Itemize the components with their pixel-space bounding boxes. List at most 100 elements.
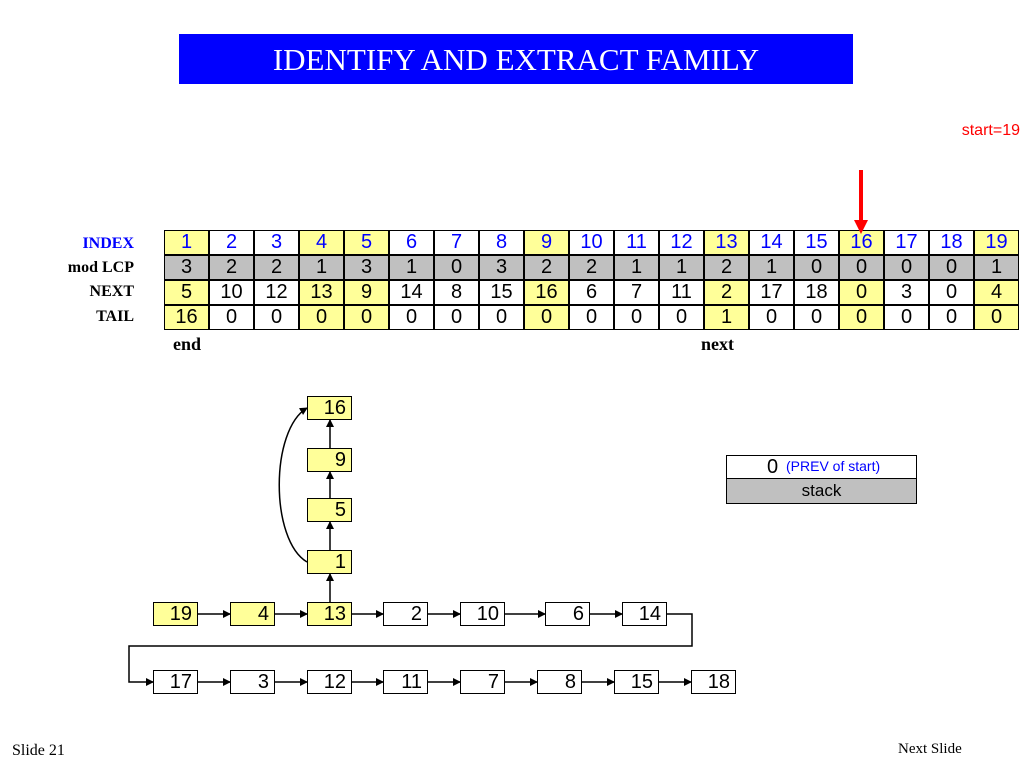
table-cell-tail-14: 0 xyxy=(749,305,794,330)
table-cell-tail-1: 16 xyxy=(164,305,209,330)
table-cell-tail-16: 0 xyxy=(839,305,884,330)
list-node-6: 6 xyxy=(545,602,590,626)
table-cell-next-8: 15 xyxy=(479,280,524,305)
table-cell-tail-15: 0 xyxy=(794,305,839,330)
list-node-7: 7 xyxy=(460,670,505,694)
table-cell-next-13: 2 xyxy=(704,280,749,305)
table-cell-lcp-5: 3 xyxy=(344,255,389,280)
table-cell-index-19: 19 xyxy=(974,230,1019,255)
table-cell-index-17: 17 xyxy=(884,230,929,255)
row-label-next: NEXT xyxy=(89,283,134,300)
family-node-1: 1 xyxy=(307,550,352,574)
table-cell-next-14: 17 xyxy=(749,280,794,305)
table-cell-lcp-19: 1 xyxy=(974,255,1019,280)
list-node-14: 14 xyxy=(622,602,667,626)
table-cell-tail-12: 0 xyxy=(659,305,704,330)
table-cell-next-9: 16 xyxy=(524,280,569,305)
table-cell-lcp-16: 0 xyxy=(839,255,884,280)
list-node-13: 13 xyxy=(307,602,352,626)
table-cell-index-8: 8 xyxy=(479,230,524,255)
table-cell-index-2: 2 xyxy=(209,230,254,255)
table-cell-next-15: 18 xyxy=(794,280,839,305)
table-cell-tail-5: 0 xyxy=(344,305,389,330)
table-cell-next-2: 10 xyxy=(209,280,254,305)
curved-arrow-1-to-16 xyxy=(278,407,308,563)
table-cell-next-12: 11 xyxy=(659,280,704,305)
table-cell-lcp-4: 1 xyxy=(299,255,344,280)
list-node-8: 8 xyxy=(537,670,582,694)
next-slide-link[interactable]: Next Slide xyxy=(898,741,962,757)
table-cell-tail-7: 0 xyxy=(434,305,479,330)
table-cell-tail-2: 0 xyxy=(209,305,254,330)
slide-title: IDENTIFY AND EXTRACT FAMILY xyxy=(179,34,853,84)
stack-note: (PREV of start) xyxy=(786,458,881,474)
family-node-9: 9 xyxy=(307,448,352,472)
table-cell-tail-4: 0 xyxy=(299,305,344,330)
table-cell-index-15: 15 xyxy=(794,230,839,255)
table-cell-lcp-3: 2 xyxy=(254,255,299,280)
table-cell-index-10: 10 xyxy=(569,230,614,255)
end-label: end xyxy=(173,334,202,354)
list-node-3: 3 xyxy=(230,670,275,694)
table-cell-index-12: 12 xyxy=(659,230,704,255)
wrap-connector xyxy=(128,613,693,686)
row-label-index: INDEX xyxy=(82,235,134,252)
table-cell-lcp-1: 3 xyxy=(164,255,209,280)
table-cell-lcp-7: 0 xyxy=(434,255,479,280)
list-node-2: 2 xyxy=(383,602,428,626)
start-label: start=19 xyxy=(961,122,1020,139)
table-cell-index-11: 11 xyxy=(614,230,659,255)
table-cell-tail-3: 0 xyxy=(254,305,299,330)
list-node-11: 11 xyxy=(383,670,428,694)
table-cell-lcp-11: 1 xyxy=(614,255,659,280)
table-cell-lcp-12: 1 xyxy=(659,255,704,280)
table-cell-tail-11: 0 xyxy=(614,305,659,330)
table-cell-index-1: 1 xyxy=(164,230,209,255)
table-cell-next-19: 4 xyxy=(974,280,1019,305)
table-cell-next-11: 7 xyxy=(614,280,659,305)
table-cell-next-6: 14 xyxy=(389,280,434,305)
stack-label: stack xyxy=(726,479,917,504)
stack-value: 0 xyxy=(767,456,779,478)
table-cell-index-7: 7 xyxy=(434,230,479,255)
slide-number: Slide 21 xyxy=(12,742,65,759)
table-cell-lcp-15: 0 xyxy=(794,255,839,280)
next-label: next xyxy=(701,334,734,354)
table-cell-lcp-6: 1 xyxy=(389,255,434,280)
table-cell-index-3: 3 xyxy=(254,230,299,255)
table-cell-next-7: 8 xyxy=(434,280,479,305)
table-cell-index-14: 14 xyxy=(749,230,794,255)
table-cell-lcp-9: 2 xyxy=(524,255,569,280)
table-cell-index-5: 5 xyxy=(344,230,389,255)
table-cell-lcp-14: 1 xyxy=(749,255,794,280)
table-cell-index-9: 9 xyxy=(524,230,569,255)
table-cell-tail-10: 0 xyxy=(569,305,614,330)
row-label-tail: TAIL xyxy=(96,308,134,325)
table-cell-index-4: 4 xyxy=(299,230,344,255)
table-cell-lcp-17: 0 xyxy=(884,255,929,280)
table-cell-tail-19: 0 xyxy=(974,305,1019,330)
table-cell-next-18: 0 xyxy=(929,280,974,305)
table-cell-index-18: 18 xyxy=(929,230,974,255)
table-cell-next-16: 0 xyxy=(839,280,884,305)
table-cell-next-3: 12 xyxy=(254,280,299,305)
table-cell-tail-18: 0 xyxy=(929,305,974,330)
list-node-19: 19 xyxy=(153,602,198,626)
table-cell-lcp-10: 2 xyxy=(569,255,614,280)
row-label-lcp: mod LCP xyxy=(67,259,134,276)
table-cell-index-13: 13 xyxy=(704,230,749,255)
table-cell-tail-8: 0 xyxy=(479,305,524,330)
table-cell-tail-6: 0 xyxy=(389,305,434,330)
table-cell-lcp-18: 0 xyxy=(929,255,974,280)
table-cell-next-5: 9 xyxy=(344,280,389,305)
table-cell-next-4: 13 xyxy=(299,280,344,305)
table-cell-next-1: 5 xyxy=(164,280,209,305)
table-cell-lcp-2: 2 xyxy=(209,255,254,280)
table-cell-lcp-13: 2 xyxy=(704,255,749,280)
table-cell-next-10: 6 xyxy=(569,280,614,305)
stack-top-cell: 0 (PREV of start) xyxy=(726,455,917,479)
table-cell-tail-9: 0 xyxy=(524,305,569,330)
list-node-10: 10 xyxy=(460,602,505,626)
table-cell-tail-13: 1 xyxy=(704,305,749,330)
